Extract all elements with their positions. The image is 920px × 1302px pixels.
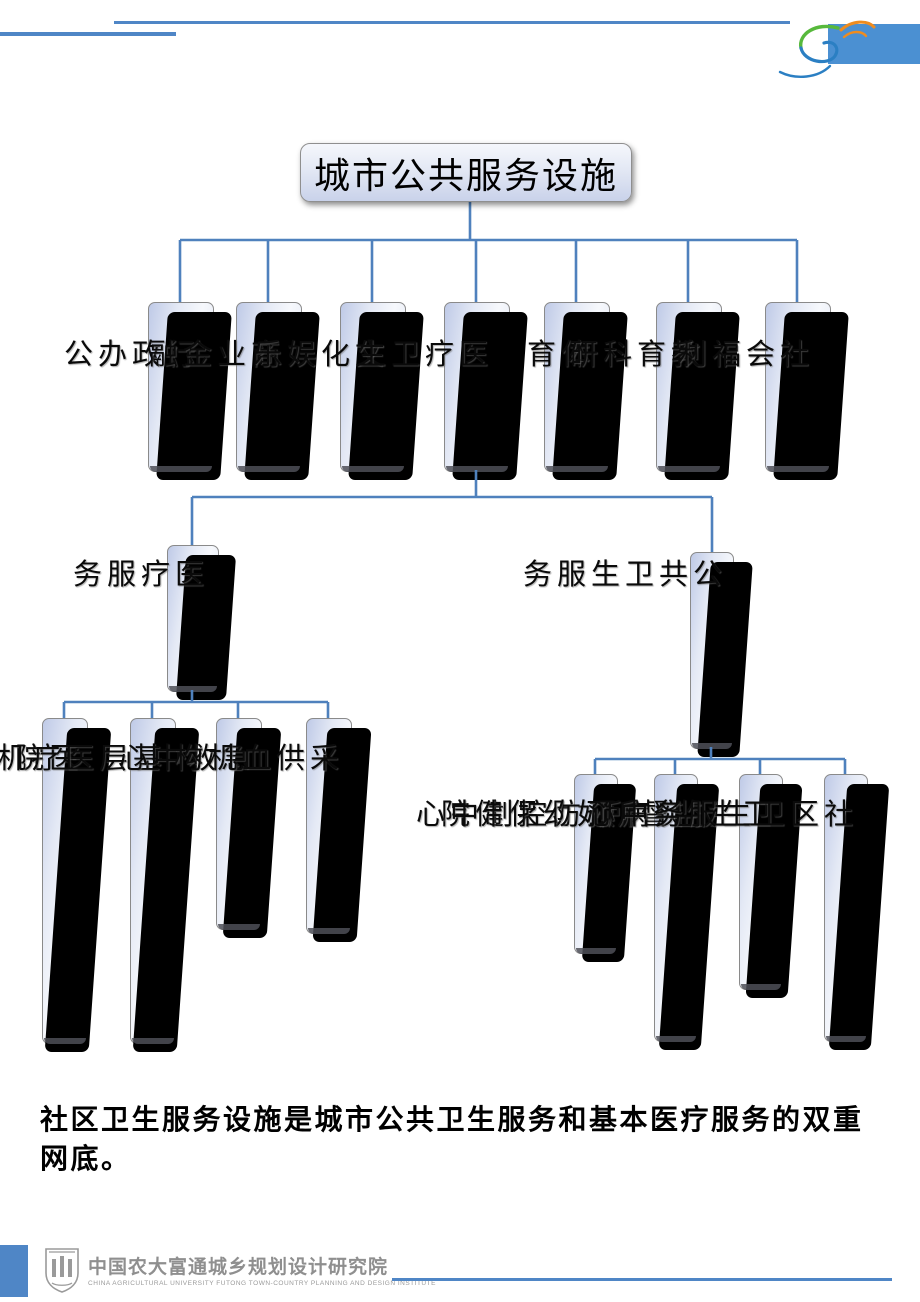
institute-name-en: CHINA AGRICULTURAL UNIVERSITY FUTONG TOW… <box>88 1280 436 1287</box>
node-label-medical-service: 务服疗医 <box>73 559 210 591</box>
footer-blue-bar <box>0 1245 28 1297</box>
node-label-medical-health: 生卫疗医 <box>357 339 494 371</box>
node-box-welfare <box>765 302 831 472</box>
top-rule-long <box>114 21 790 24</box>
node-box-cdc <box>654 774 698 1042</box>
node-label-public-health-service: 务服生卫共公 <box>523 559 728 591</box>
node-box-maternal-child <box>574 774 618 954</box>
node-box-community-health <box>824 774 868 1042</box>
node-label-welfare: 利福会社 <box>678 339 815 371</box>
root-node: 城市公共服务设施 <box>300 143 632 202</box>
footnote-statement: 社区卫生服务设施是城市公共卫生服务和基本医疗服务的双重网底。 <box>40 1104 864 1174</box>
institute-name-cn: 中国农大富通城乡规划设计研究院 <box>88 1257 389 1278</box>
node-box-commerce <box>236 302 302 472</box>
node-label-health-supervision: 所督监生卫 <box>606 799 777 831</box>
node-box-admin <box>148 302 214 472</box>
node-box-sports <box>544 302 610 472</box>
header-blue-block <box>828 24 920 64</box>
node-label-community-health: 心中务服生卫区社 <box>586 799 859 831</box>
top-rule-short <box>0 32 176 36</box>
institute-crest-icon <box>45 1248 79 1293</box>
swirl-logo-icon <box>778 20 876 78</box>
node-label-blood-center: 构机血供采 <box>174 743 345 775</box>
node-box-culture <box>340 302 406 472</box>
node-label-cdc: 心中制控防预病疾 <box>416 799 689 831</box>
footer-rule <box>392 1278 892 1281</box>
node-box-medical-health <box>444 302 510 472</box>
node-box-health-supervision <box>739 774 783 990</box>
node-label-maternal-child: 院健保幼妇 <box>441 799 612 831</box>
node-box-education <box>656 302 722 472</box>
